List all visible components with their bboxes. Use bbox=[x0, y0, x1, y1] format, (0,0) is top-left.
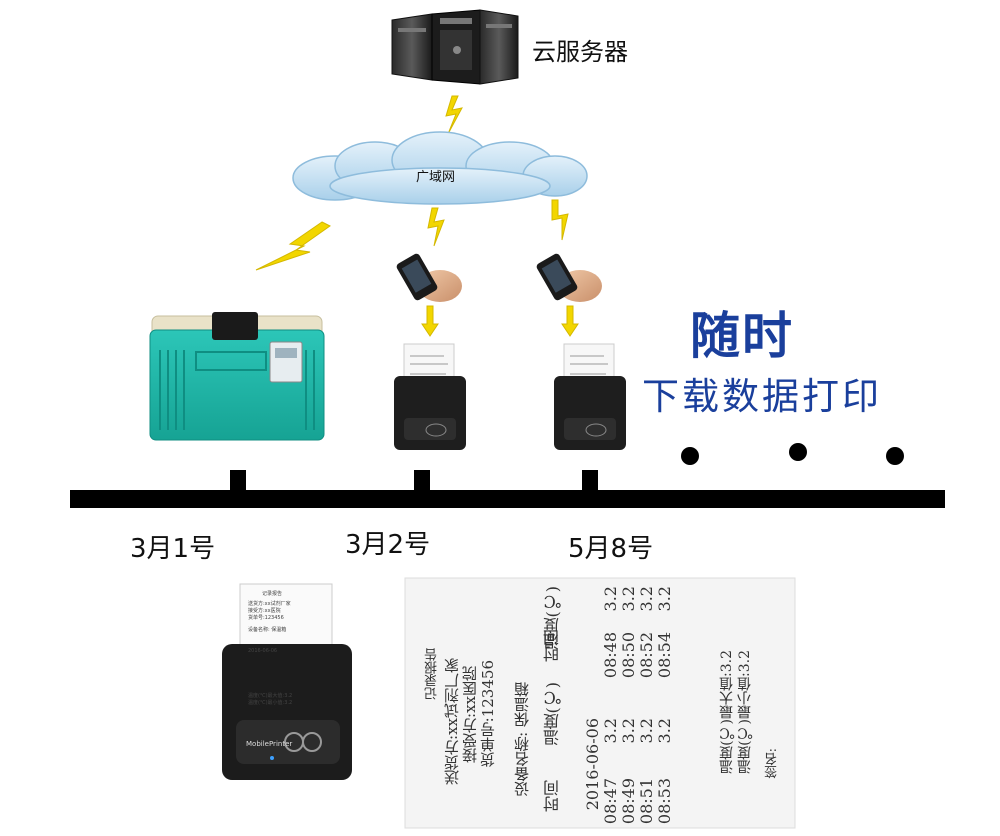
timeline-tick bbox=[414, 470, 430, 492]
receipt-cell: 08:54 bbox=[655, 632, 674, 679]
receipt-cell: 3.2 bbox=[655, 586, 674, 612]
small-receipt-device: 设备名称: 保温箱 bbox=[248, 627, 287, 633]
timeline-date: 5月8号 bbox=[568, 534, 654, 564]
small-receipt-date: 2016-06-06 bbox=[248, 648, 278, 654]
receipt-paper bbox=[404, 577, 796, 829]
receipt-max: 温度(℃)最大值:3.2 bbox=[719, 650, 735, 774]
down-arrow-icon bbox=[561, 305, 579, 337]
receipt-col-temp: 温度(℃) bbox=[543, 682, 562, 746]
continuation-dots bbox=[681, 443, 904, 465]
receipt-header: 记录报告 bbox=[425, 648, 440, 700]
small-receipt-sender: 送货方:xx试剂厂家 bbox=[248, 601, 291, 607]
timeline bbox=[70, 470, 945, 508]
receipt-date: 2016-06-06 bbox=[583, 718, 602, 811]
small-receipt-min: 温度(℃)最小值:3.2 bbox=[248, 700, 293, 706]
receipt-cell: 08:49 bbox=[619, 778, 638, 825]
printer-brand: MobilePrinter bbox=[246, 740, 293, 748]
receipt-sign: 签名: bbox=[765, 748, 780, 779]
receipt-cell: 3.2 bbox=[637, 718, 656, 744]
receipt-cell: 3.2 bbox=[655, 718, 674, 744]
timeline-tick bbox=[230, 470, 246, 492]
headline-subtitle: 下载数据打印 bbox=[642, 375, 882, 418]
server-label: 云服务器 bbox=[532, 38, 628, 66]
receipt-col-time: 时间 bbox=[543, 780, 562, 812]
smartphone-in-hand-icon bbox=[536, 253, 602, 302]
server-rack-icon bbox=[391, 9, 519, 85]
thermal-printer-large-icon bbox=[222, 583, 352, 780]
timeline-tick bbox=[582, 470, 598, 492]
thermal-printer-icon bbox=[394, 343, 466, 450]
cold-chain-cooler-box-icon bbox=[149, 312, 325, 441]
receipt-col-temp-2: 温度(℃) bbox=[543, 586, 562, 650]
headline-title: 随时 bbox=[690, 307, 794, 365]
smartphone-in-hand-icon bbox=[396, 253, 462, 302]
receipt-cell: 3.2 bbox=[619, 718, 638, 744]
receipt-cell: 08:47 bbox=[601, 778, 620, 825]
lightning-icon bbox=[427, 207, 445, 247]
small-receipt-header: 记录报告 bbox=[262, 591, 283, 597]
receipt-device: 设备名称: 保温箱 bbox=[513, 682, 531, 797]
receipt-cell: 3.2 bbox=[601, 718, 620, 744]
thermal-printer-icon bbox=[554, 343, 626, 450]
lightning-icon bbox=[255, 221, 331, 271]
receipt-detail: 记录报告 送货方:xx试剂厂家 接受方:xx医院 货单号:123456 设备名称… bbox=[405, 578, 795, 828]
receipt-order: 货单号:123456 bbox=[479, 660, 497, 768]
small-receipt-receiver: 接受方:xx医院 bbox=[248, 608, 281, 614]
cloud-icon bbox=[292, 131, 588, 205]
receipt-cell: 08:48 bbox=[601, 632, 620, 679]
receipt-min: 温度(℃)最小值:3.2 bbox=[737, 650, 753, 774]
receipt-cell: 08:50 bbox=[619, 632, 638, 679]
receipt-cell: 08:53 bbox=[655, 778, 674, 825]
lightning-icon bbox=[445, 95, 463, 135]
receipt-cell: 3.2 bbox=[637, 586, 656, 612]
receipt-cell: 08:52 bbox=[637, 632, 656, 679]
small-receipt-max: 温度(℃)最大值:3.2 bbox=[248, 693, 293, 699]
receipt-cell: 08:51 bbox=[637, 778, 656, 825]
down-arrow-icon bbox=[421, 305, 439, 337]
receipt-cell: 3.2 bbox=[619, 586, 638, 612]
lightning-icon bbox=[551, 199, 569, 241]
timeline-date: 3月1号 bbox=[130, 534, 216, 564]
receipt-cell: 3.2 bbox=[601, 586, 620, 612]
timeline-date: 3月2号 bbox=[345, 530, 431, 560]
cloud-label: 广域网 bbox=[416, 170, 456, 185]
small-receipt-order: 货单号:123456 bbox=[248, 615, 284, 621]
